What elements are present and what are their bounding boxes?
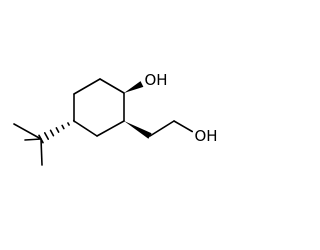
bond-tbutyl-quaternary-tbutyl-methyl-2 bbox=[24, 138, 42, 141]
bond-tbutyl-quaternary-tbutyl-methyl-1 bbox=[13, 123, 42, 140]
molecule-structure: OH OH bbox=[13, 71, 218, 166]
bond-ring-c5-ring-c6 bbox=[96, 120, 125, 137]
bond-ring-c4-ring-c5 bbox=[73, 120, 98, 137]
bond-ring-c4-tbutyl-quaternary-hash bbox=[38, 119, 76, 144]
bond-chain-c2-chain-hydroxyl bbox=[173, 120, 194, 133]
bond-layer bbox=[13, 78, 194, 166]
bond-ring-c6-chain-c1-wedge bbox=[124, 121, 152, 139]
bond-ring-c2-ring-c3 bbox=[73, 78, 101, 95]
bond-ring-c1-ring-c2 bbox=[99, 78, 125, 94]
bond-ring-c1-ring-hydroxyl-wedge bbox=[124, 81, 144, 93]
chain-hydroxyl-label: OH bbox=[194, 127, 217, 145]
bond-chain-c1-chain-c2 bbox=[149, 120, 175, 137]
bond-tbutyl-quaternary-tbutyl-methyl-3 bbox=[40, 138, 43, 166]
atom-label-layer: OH OH bbox=[144, 71, 217, 145]
ring-hydroxyl-label: OH bbox=[144, 71, 167, 89]
